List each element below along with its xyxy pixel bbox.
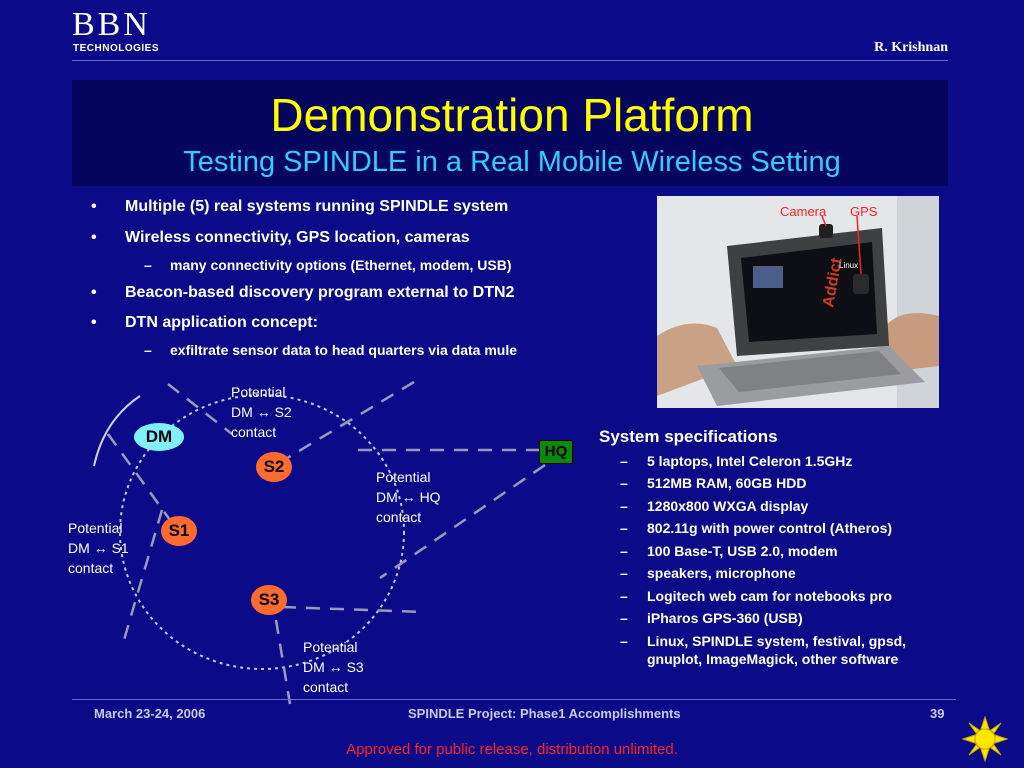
dm-s3-contact-line xyxy=(274,619,292,705)
dash-marker: – xyxy=(620,565,628,581)
node-s3: S3 xyxy=(251,585,287,615)
spec-item: –5 laptops, Intel Celeron 1.5GHz xyxy=(620,453,853,469)
label-line: DM ↔ S3 xyxy=(303,659,364,675)
bullet-text: DTN application concept: xyxy=(125,314,318,331)
footer-divider xyxy=(72,699,956,700)
bullet-marker: • xyxy=(91,229,97,246)
bullet-item: • Beacon-based discovery program external… xyxy=(91,284,515,302)
spec-item: –1280x800 WXGA display xyxy=(620,498,809,514)
node-s2: S2 xyxy=(256,452,292,482)
page-number: 39 xyxy=(930,706,945,721)
header-divider xyxy=(72,60,948,61)
bullet-item: • Wireless connectivity, GPS location, ca… xyxy=(91,229,470,247)
gps-label: GPS xyxy=(850,204,878,219)
label-line: contact xyxy=(231,424,277,440)
laptop-illustration: Addict Linux Camera GPS xyxy=(657,196,939,408)
label-line: contact xyxy=(303,679,349,695)
camera-device xyxy=(819,224,833,238)
bullet-marker: • xyxy=(91,314,97,331)
dm-s2-contact-line xyxy=(283,380,415,462)
dash-marker: – xyxy=(620,588,628,604)
dash-marker: – xyxy=(620,520,628,536)
dash-marker: – xyxy=(620,453,628,469)
sub-bullet-item: – exfiltrate sensor data to head quarters… xyxy=(144,342,518,358)
node-dm: DM xyxy=(134,423,184,451)
sub-bullet-item: – many connectivity options (Ethernet, mo… xyxy=(144,257,512,273)
footer-project: SPINDLE Project: Phase1 Accomplishments xyxy=(408,706,681,721)
bidirectional-arrow-icon: ↔ xyxy=(401,489,416,505)
sub-bullet-text: many connectivity options (Ethernet, mod… xyxy=(170,257,512,273)
spec-item: –Logitech web cam for notebooks pro xyxy=(620,588,893,604)
bullet-marker: • xyxy=(91,198,97,215)
gps-device xyxy=(853,274,869,294)
spec-item: –512MB RAM, 60GB HDD xyxy=(620,475,807,491)
label-line: contact xyxy=(68,560,114,576)
bidirectional-arrow-icon: ↔ xyxy=(93,540,108,556)
contact-label-dm-hq: Potential DM ↔ HQ contact xyxy=(376,467,441,527)
contact-label-dm-s1: Potential DM ↔ S1 contact xyxy=(68,518,129,578)
linux-sticker: Linux xyxy=(839,261,858,270)
dash-marker: – xyxy=(620,610,628,626)
dm-hq-contact-line xyxy=(379,463,546,580)
label-line: DM ↔ S2 xyxy=(231,404,292,420)
specs-title: System specifications xyxy=(599,427,778,446)
label-line: Potential xyxy=(303,639,358,655)
label-line: Potential xyxy=(231,384,286,400)
footer-date: March 23-24, 2006 xyxy=(94,706,206,721)
spec-item: –802.11g with power control (Atheros) xyxy=(620,520,893,536)
logo: BBN xyxy=(72,6,151,43)
label-line: DM ↔ S1 xyxy=(68,540,129,556)
title-band xyxy=(72,80,948,186)
bullet-text: Wireless connectivity, GPS location, cam… xyxy=(125,229,470,246)
dm-range-circle xyxy=(119,394,405,670)
bidirectional-arrow-icon: ↔ xyxy=(328,659,343,675)
label-line: contact xyxy=(376,509,422,525)
dash-marker: – xyxy=(620,543,628,559)
sub-bullet-text: exfiltrate sensor data to head quarters … xyxy=(170,342,518,358)
bullet-text: Beacon-based discovery program external … xyxy=(125,284,515,301)
approval-notice: Approved for public release, distributio… xyxy=(346,741,678,758)
spec-item: –Linux, SPINDLE system, festival, gpsd,g… xyxy=(620,633,907,667)
dash-marker: – xyxy=(144,342,152,358)
spec-item: –speakers, microphone xyxy=(620,565,796,581)
spec-item: –100 Base-T, USB 2.0, modem xyxy=(620,543,838,559)
slide-title: Demonstration Platform xyxy=(270,89,754,141)
slide-subtitle: Testing SPINDLE in a Real Mobile Wireles… xyxy=(183,146,841,178)
camera-label: Camera xyxy=(780,204,827,219)
dash-marker: – xyxy=(144,257,152,273)
label-line: DM ↔ HQ xyxy=(376,489,441,505)
sun-icon xyxy=(962,716,1008,762)
bullet-item: • DTN application concept: xyxy=(91,314,318,332)
dm-link-line xyxy=(167,383,233,435)
dm-s1-contact-line xyxy=(122,509,164,641)
author-name: R. Krishnan xyxy=(874,40,948,55)
spec-item: –iPharos GPS-360 (USB) xyxy=(620,610,803,626)
contact-label-dm-s2: Potential DM ↔ S2 contact xyxy=(231,382,292,442)
contact-label-dm-s3: Potential DM ↔ S3 contact xyxy=(303,637,364,697)
label-line: Potential xyxy=(68,520,123,536)
label-line: Potential xyxy=(376,469,431,485)
node-hq: HQ xyxy=(539,440,573,464)
contact-lines xyxy=(106,380,546,705)
bullet-text: Multiple (5) real systems running SPINDL… xyxy=(125,198,509,215)
bidirectional-arrow-icon: ↔ xyxy=(256,404,271,420)
dash-marker: – xyxy=(620,633,628,649)
dm-s3-line xyxy=(281,605,425,614)
laptop-photo: Addict Linux Camera GPS xyxy=(657,196,939,408)
bullet-item: • Multiple (5) real systems running SPIND… xyxy=(91,198,509,216)
logo-subtitle: TECHNOLOGIES xyxy=(73,43,160,54)
dash-marker: – xyxy=(620,498,628,514)
dm-s1-line xyxy=(106,433,172,521)
bullet-marker: • xyxy=(91,284,97,301)
node-s1: S1 xyxy=(161,516,197,546)
dm-motion-arrow xyxy=(93,395,141,467)
dash-marker: – xyxy=(620,475,628,491)
